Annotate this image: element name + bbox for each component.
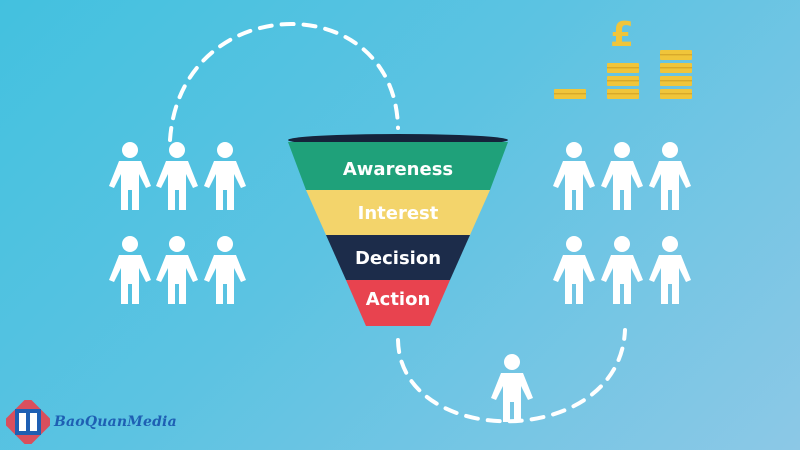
person-icon <box>601 142 643 210</box>
funnel-stage-awareness <box>288 142 508 190</box>
funnel: Awareness Interest Decision Action <box>288 134 508 326</box>
person-icon <box>204 236 246 304</box>
flow-path-top <box>168 22 400 142</box>
funnel-stage-action <box>346 280 450 326</box>
person-icon <box>553 236 595 304</box>
pound-icon: £ <box>610 15 634 55</box>
stage-label-interest: Interest <box>358 203 439 224</box>
coin-stack-medium <box>607 63 639 99</box>
person-icon <box>601 236 643 304</box>
coin-stack-large <box>660 50 692 99</box>
brand-logo-icon <box>6 400 50 444</box>
person-icon <box>156 142 198 210</box>
coin-stacks: £ <box>554 15 692 99</box>
person-icon <box>649 236 691 304</box>
crowd-left <box>109 142 246 304</box>
brand-watermark: BaoQuanMedia <box>6 400 177 444</box>
stage-label-decision: Decision <box>355 248 441 269</box>
coin-stack-small <box>554 89 586 99</box>
person-icon <box>109 236 151 304</box>
crowd-right <box>553 142 691 304</box>
person-icon-converted <box>491 354 533 422</box>
funnel-stage-interest <box>306 190 490 235</box>
stage-label-action: Action <box>366 289 431 310</box>
person-icon <box>204 142 246 210</box>
brand-name: BaoQuanMedia <box>54 414 177 430</box>
person-icon <box>553 142 595 210</box>
funnel-stage-decision <box>326 235 470 280</box>
person-icon <box>156 236 198 304</box>
stage-label-awareness: Awareness <box>343 159 453 180</box>
person-icon <box>109 142 151 210</box>
flow-path-bottom <box>396 328 627 424</box>
person-icon <box>649 142 691 210</box>
